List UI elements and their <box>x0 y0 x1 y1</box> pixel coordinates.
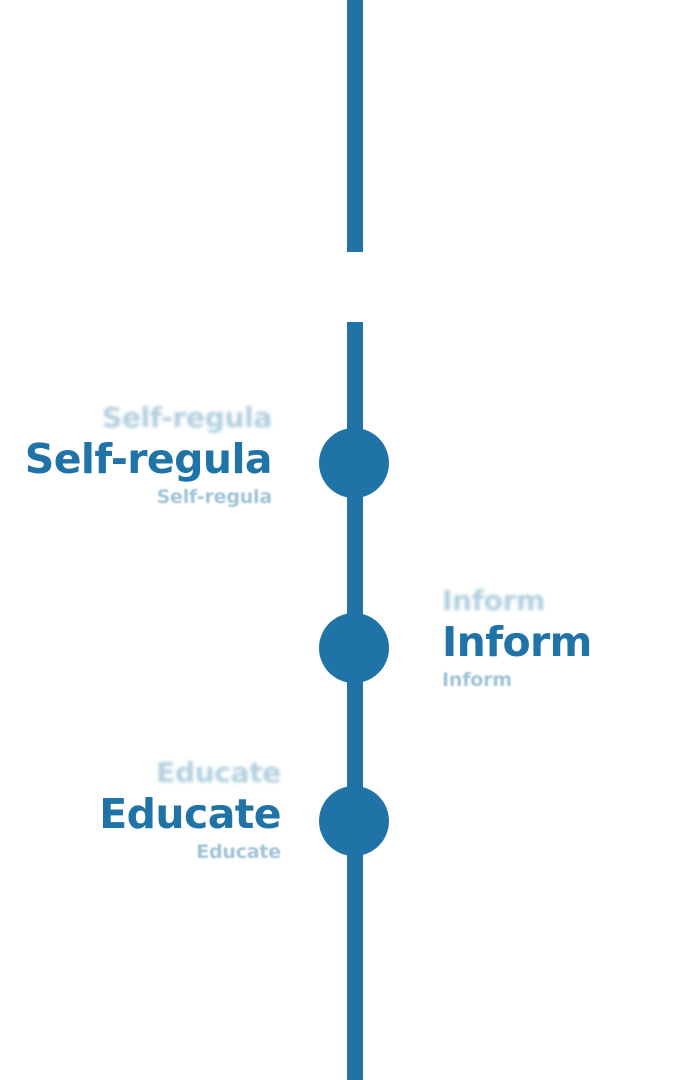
timeline-item-title: Self-regula <box>24 435 273 483</box>
ghost-label-bottom: Educate <box>196 841 281 863</box>
ghost-label-bottom: Inform <box>442 669 512 691</box>
ghost-label-bottom: Self-regula <box>156 486 273 508</box>
timeline-line-bottom <box>347 322 363 1080</box>
ghost-label-top: Inform <box>442 584 545 617</box>
timeline-label-inform: Inform Inform Inform <box>442 584 592 692</box>
timeline-label-educate: Educate Educate Educate <box>99 756 281 864</box>
timeline-label-self-regula: Self-regula Self-regula Self-regula <box>24 401 273 509</box>
timeline-node-self-regula[interactable] <box>319 428 389 498</box>
timeline-gap <box>339 252 371 322</box>
ghost-label-top: Self-regula <box>101 401 272 434</box>
timeline-node-educate[interactable] <box>319 786 389 856</box>
ghost-label-top: Educate <box>156 756 281 789</box>
timeline-node-inform[interactable] <box>319 613 389 683</box>
timeline-item-title: Educate <box>99 790 281 838</box>
timeline-item-title: Inform <box>442 618 592 666</box>
timeline-line-top <box>347 0 363 252</box>
